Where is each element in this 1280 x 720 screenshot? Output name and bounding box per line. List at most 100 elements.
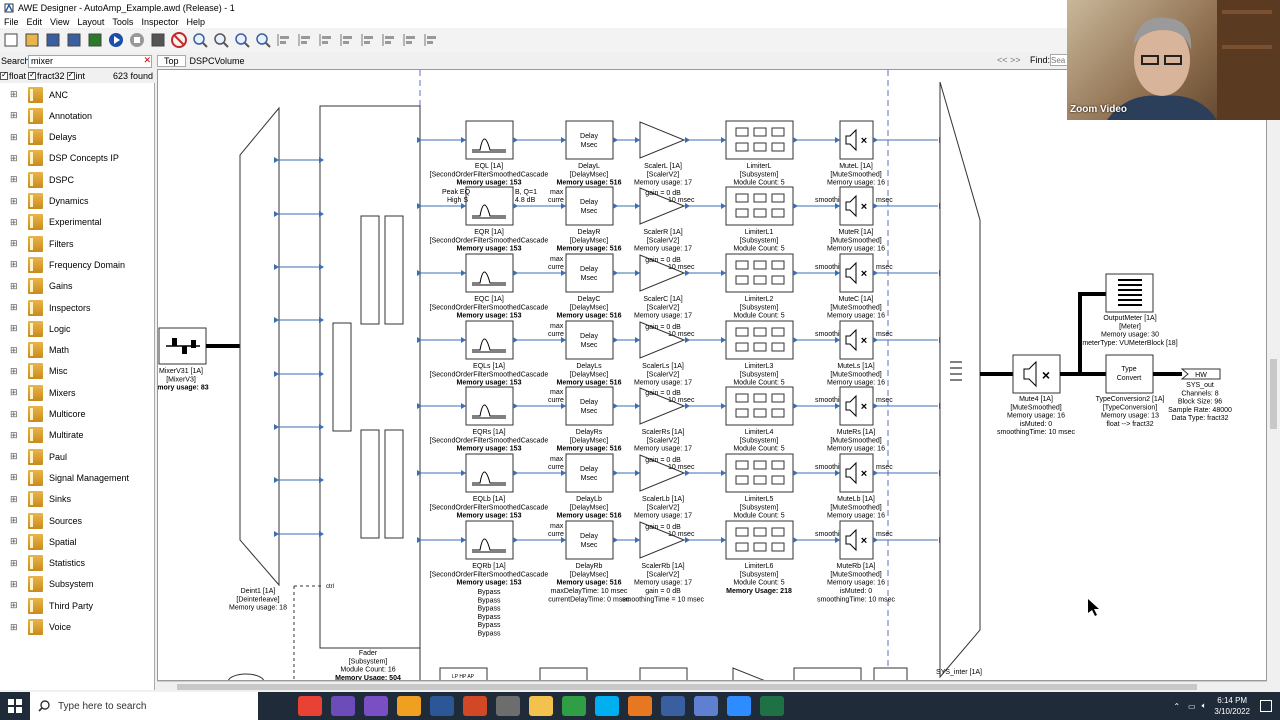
eq-block[interactable]: [465, 186, 514, 226]
expand-icon[interactable]: ⊞: [10, 451, 18, 462]
expand-icon[interactable]: ⊞: [10, 216, 18, 227]
tree-item[interactable]: ⊞Statistics: [0, 553, 155, 574]
excel-icon[interactable]: [760, 696, 784, 716]
pin-arrow-icon[interactable]: [685, 270, 690, 276]
pin-arrow-icon[interactable]: [513, 270, 518, 276]
expand-icon[interactable]: ⊞: [10, 302, 18, 312]
mixer-fader-icon[interactable]: [182, 346, 187, 354]
layout-icon[interactable]: [149, 31, 167, 49]
pin-arrow-icon[interactable]: [793, 337, 798, 343]
pin-arrow-icon[interactable]: [613, 337, 618, 343]
menu-inspector[interactable]: Inspector: [141, 16, 179, 27]
pin-arrow-icon[interactable]: [685, 537, 690, 543]
expand-icon[interactable]: ⊞: [10, 515, 18, 525]
save-all-icon[interactable]: [65, 31, 83, 49]
expand-icon[interactable]: ⊞: [10, 536, 18, 547]
partial-block[interactable]: [639, 667, 688, 681]
limiter-box[interactable]: [725, 453, 794, 493]
eq-box[interactable]: [465, 453, 514, 493]
eq-box[interactable]: [465, 253, 514, 293]
delay-block[interactable]: DelayMsec: [565, 520, 614, 560]
skype-icon[interactable]: [595, 696, 619, 716]
powerpoint-icon[interactable]: [463, 696, 487, 716]
tree-item[interactable]: ⊞Experimental: [0, 212, 155, 233]
tree-item[interactable]: ⊞Logic: [0, 318, 155, 339]
limiter-inner[interactable]: [735, 393, 749, 403]
eq-box[interactable]: [465, 386, 514, 426]
pin-arrow-icon[interactable]: [613, 203, 618, 209]
limiter-block[interactable]: [725, 520, 794, 560]
pin-arrow-icon[interactable]: [793, 470, 798, 476]
limiter-inner[interactable]: [753, 408, 767, 418]
delay-block[interactable]: DelayMsec: [565, 186, 614, 226]
limiter-inner[interactable]: [735, 327, 749, 337]
expand-icon[interactable]: ⊞: [10, 365, 18, 376]
expand-icon[interactable]: ⊞: [10, 323, 18, 334]
mixer-fader-icon[interactable]: [191, 340, 196, 348]
search-input[interactable]: [28, 54, 152, 68]
delay-block[interactable]: DelayMsec: [565, 453, 614, 493]
delay-box[interactable]: [565, 453, 614, 493]
pin-arrow-icon[interactable]: [513, 470, 518, 476]
delay-box[interactable]: [565, 320, 614, 360]
pin-arrow-icon[interactable]: [461, 270, 466, 276]
tree-item[interactable]: ⊞DSP Concepts IP: [0, 148, 155, 169]
speaker-icon[interactable]: [845, 394, 857, 418]
delay-box[interactable]: [565, 253, 614, 293]
limiter-inner[interactable]: [753, 275, 767, 285]
limiter-inner[interactable]: [753, 542, 767, 552]
hw-pin[interactable]: [1180, 368, 1221, 380]
tree-item[interactable]: ⊞Paul: [0, 446, 155, 467]
pin-arrow-icon[interactable]: [873, 537, 878, 543]
mute-block[interactable]: ×: [839, 453, 874, 493]
limiter-block[interactable]: [725, 320, 794, 360]
scaler-block[interactable]: [639, 121, 686, 159]
expand-icon[interactable]: ⊞: [10, 344, 18, 355]
limiter-inner[interactable]: [753, 260, 767, 270]
partial-block[interactable]: [732, 667, 768, 681]
fader-subsystem[interactable]: [319, 105, 421, 649]
pin-arrow-icon[interactable]: [417, 270, 422, 276]
limiter-inner[interactable]: [771, 393, 785, 403]
pin-arrow-icon[interactable]: [873, 403, 878, 409]
horizontal-scrollbar[interactable]: [157, 681, 1267, 691]
pin-arrow-icon[interactable]: [417, 403, 422, 409]
tree-item[interactable]: ⊞Sources: [0, 510, 155, 531]
mute4-block[interactable]: ×: [1012, 354, 1061, 394]
delay-block[interactable]: DelayMsec: [565, 386, 614, 426]
clear-search-icon[interactable]: ✕: [143, 55, 151, 65]
pin-arrow-icon[interactable]: [274, 211, 279, 217]
limiter-block[interactable]: [725, 253, 794, 293]
awe-icon[interactable]: [661, 696, 685, 716]
delay-block[interactable]: DelayMsec: [565, 120, 614, 160]
eq-block[interactable]: [465, 520, 514, 560]
delay-box[interactable]: [565, 120, 614, 160]
menu-layout[interactable]: Layout: [77, 16, 105, 27]
limiter-inner[interactable]: [753, 342, 767, 352]
eq-box[interactable]: [465, 120, 514, 160]
pin-arrow-icon[interactable]: [561, 470, 566, 476]
tree-item[interactable]: ⊞Voice: [0, 617, 155, 638]
limiter-inner[interactable]: [771, 542, 785, 552]
fader-inner-block[interactable]: [332, 322, 352, 432]
menu-help[interactable]: Help: [186, 16, 205, 27]
align-middle-icon[interactable]: [359, 31, 377, 49]
limiter-inner[interactable]: [771, 127, 785, 137]
limiter-inner[interactable]: [771, 475, 785, 485]
pin-arrow-icon[interactable]: [721, 203, 726, 209]
tree-item[interactable]: ⊞Multicore: [0, 404, 155, 425]
fader-inner-block[interactable]: [360, 215, 380, 325]
tree-item[interactable]: ⊞Mixers: [0, 382, 155, 403]
limiter-inner[interactable]: [735, 142, 749, 152]
delay-box[interactable]: [565, 520, 614, 560]
pin-arrow-icon[interactable]: [613, 537, 618, 543]
pin-arrow-icon[interactable]: [561, 337, 566, 343]
tree-item[interactable]: ⊞Math: [0, 340, 155, 361]
limiter-inner[interactable]: [735, 342, 749, 352]
expand-icon[interactable]: ⊞: [10, 408, 18, 419]
pin-arrow-icon[interactable]: [835, 537, 840, 543]
limiter-block[interactable]: [725, 453, 794, 493]
pin-arrow-icon[interactable]: [417, 137, 422, 143]
pin-arrow-icon[interactable]: [873, 270, 878, 276]
